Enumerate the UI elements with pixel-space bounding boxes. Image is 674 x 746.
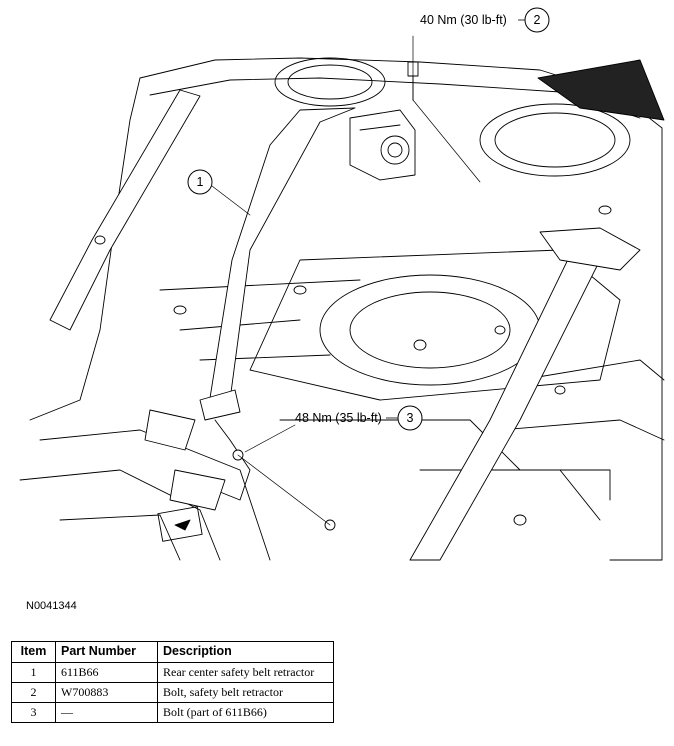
column-header-part-number: Part Number	[55, 641, 158, 663]
row-description: Bolt (part of 611B66)	[157, 702, 334, 723]
callout-2: 40 Nm (30 lb-ft) 2	[420, 7, 550, 33]
package-tray-outline	[139, 57, 663, 561]
table-row: 3 — Bolt (part of 611B66)	[11, 702, 334, 723]
row-item: 2	[11, 682, 56, 703]
retractor-assembly	[349, 109, 416, 181]
callout-3-number: 3	[407, 411, 414, 425]
table-row: 2 W700883 Bolt, safety belt retractor	[11, 682, 334, 703]
leader-line-3	[244, 424, 296, 453]
callout-1-number: 1	[197, 175, 204, 189]
table-row: 1 611B66 Rear center safety belt retract…	[11, 662, 334, 683]
vehicle-rear-floor-illustration: 1 40 Nm (30 lb-ft) 2 48 Nm (35 lb-ft) 3	[19, 7, 665, 561]
row-part-number: —	[55, 702, 158, 723]
leader-line-1	[211, 185, 251, 216]
speaker-opening-left	[274, 57, 386, 107]
leader-line-3b	[237, 454, 331, 526]
row-part-number: 611B66	[55, 662, 158, 683]
callout-2-torque: 40 Nm (30 lb-ft)	[420, 13, 507, 27]
row-description: Rear center safety belt retractor	[157, 662, 334, 683]
speaker-opening-right	[479, 103, 631, 177]
row-description: Bolt, safety belt retractor	[157, 682, 334, 703]
column-header-description: Description	[157, 641, 334, 663]
row-item: 3	[11, 702, 56, 723]
callout-3-torque: 48 Nm (35 lb-ft)	[295, 411, 382, 425]
callout-3: 48 Nm (35 lb-ft) 3	[295, 405, 423, 431]
row-part-number: W700883	[55, 682, 158, 703]
leader-line-2b	[412, 99, 481, 183]
callout-1: 1	[187, 169, 213, 195]
callout-2-number: 2	[534, 13, 541, 27]
row-item: 1	[11, 662, 56, 683]
center-belt-webbing	[209, 107, 356, 401]
table-header-row: Item Part Number Description	[11, 641, 334, 663]
spare-tire-well	[319, 274, 541, 386]
vent-grille	[537, 59, 665, 121]
left-belt-webbing	[49, 89, 201, 331]
column-header-item: Item	[11, 641, 56, 663]
figure-id: N0041344	[26, 600, 77, 612]
parts-table: Item Part Number Description 1 611B66 Re…	[11, 641, 334, 723]
right-belt-webbing	[409, 239, 611, 561]
